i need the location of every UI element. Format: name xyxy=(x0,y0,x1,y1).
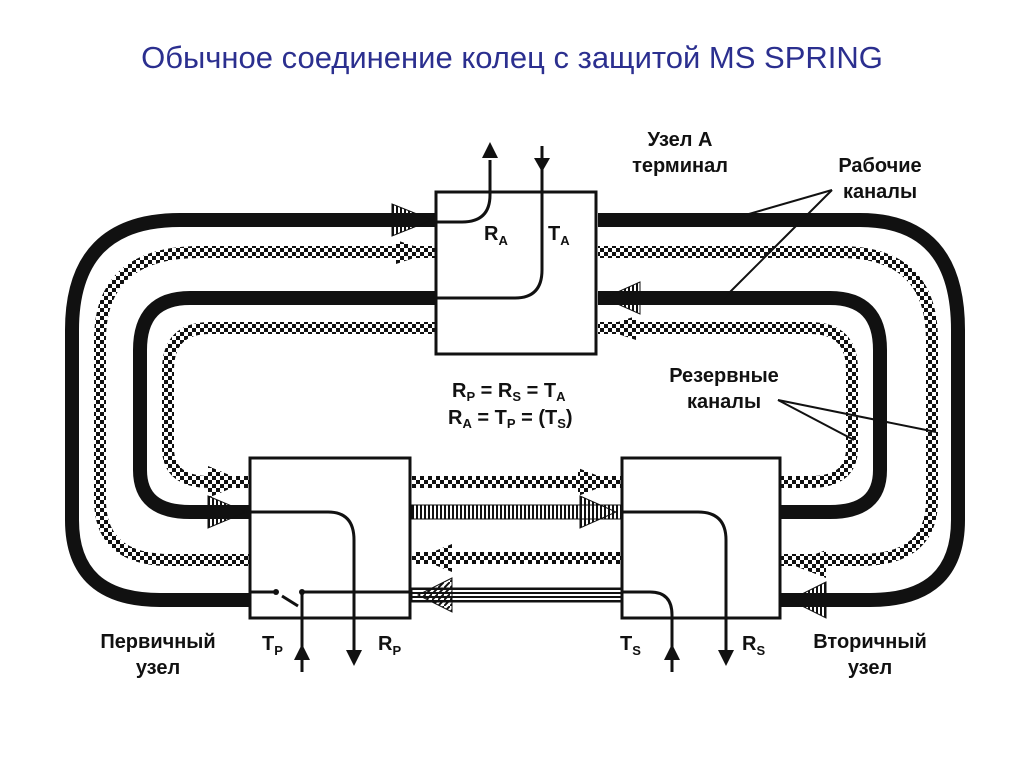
node-a-in-arrow xyxy=(534,158,550,172)
port-ts: TS xyxy=(620,633,641,658)
primary-label-line2: узел xyxy=(136,657,180,679)
equation-1: RP = RS = TA xyxy=(452,380,566,404)
node-a-label-line1: Узел А xyxy=(648,129,713,151)
inter-node-channels xyxy=(411,476,625,603)
port-ra: RA xyxy=(484,223,508,248)
port-tp: TP xyxy=(262,633,283,658)
equation-2: RA = TP = (TS) xyxy=(448,407,573,431)
primary-tp-arrow xyxy=(294,644,310,660)
secondary-node-paths xyxy=(622,510,728,650)
page-title: Обычное соединение колец с защитой MS SP… xyxy=(141,40,883,75)
node-a-label-line2: терминал xyxy=(632,155,728,177)
node-a-out-arrow xyxy=(482,142,498,158)
protection-channel-outer xyxy=(94,246,938,566)
protection-label-line1: Резервные xyxy=(669,365,779,387)
primary-rp-arrow xyxy=(346,650,362,666)
channel-arrowheads xyxy=(207,203,827,619)
working-channel-outer xyxy=(65,213,965,607)
working-channel-inner xyxy=(133,291,887,519)
protection-label-line2: каналы xyxy=(687,391,761,413)
primary-label-line1: Первичный xyxy=(100,631,215,653)
node-a-paths xyxy=(436,160,544,300)
secondary-label-line1: Вторичный xyxy=(813,631,927,653)
port-rp: RP xyxy=(378,633,401,658)
port-ta: TA xyxy=(548,223,570,248)
secondary-label-line2: узел xyxy=(848,657,892,679)
port-rs: RS xyxy=(742,633,765,658)
node-a-box xyxy=(434,190,598,356)
working-label-line2: каналы xyxy=(843,181,917,203)
protection-channel-inner xyxy=(162,322,858,488)
secondary-node-box xyxy=(620,456,782,620)
leader-lines xyxy=(723,189,937,441)
working-label-line1: Рабочие xyxy=(838,155,921,177)
secondary-ts-arrow xyxy=(664,644,680,660)
primary-node-paths xyxy=(250,510,410,650)
secondary-rs-arrow xyxy=(718,650,734,666)
